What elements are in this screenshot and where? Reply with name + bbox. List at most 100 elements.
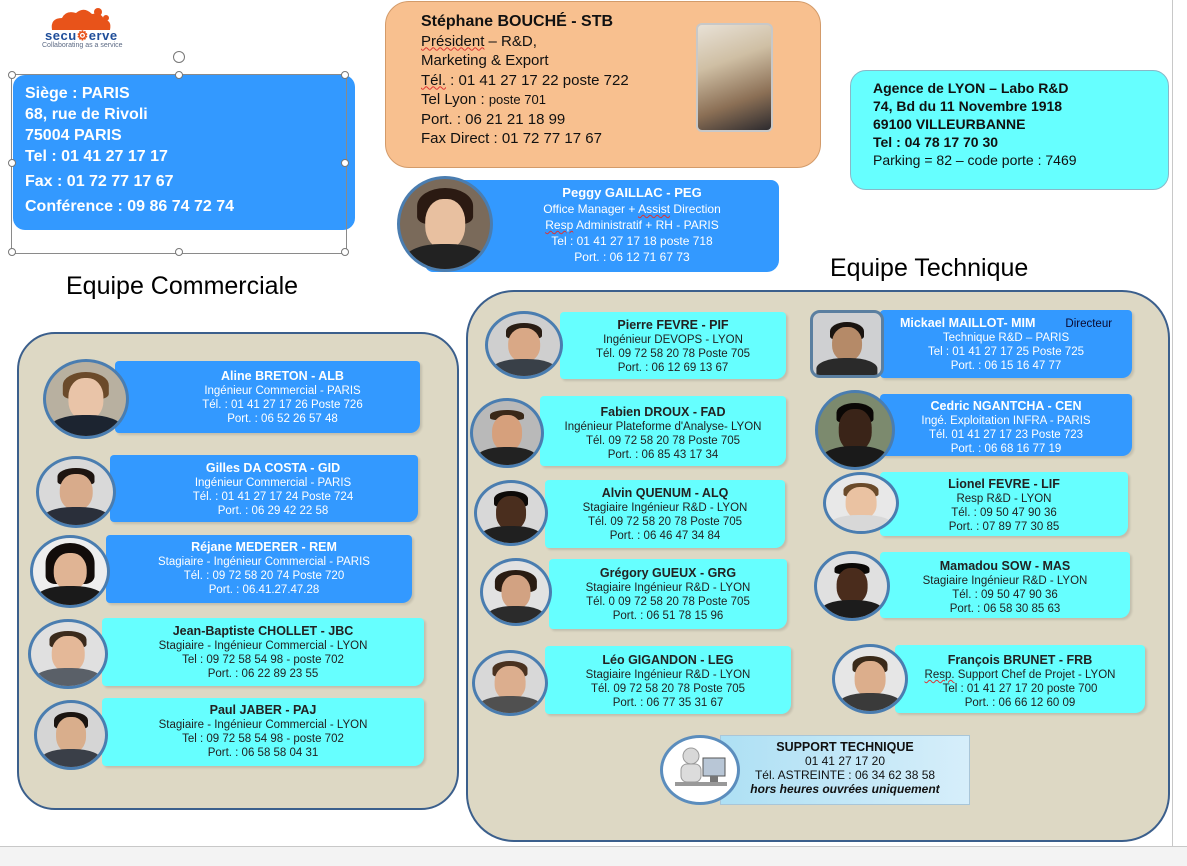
siege-line-6: Conférence : 09 86 74 72 74 (25, 198, 235, 215)
card-mamadou-sow[interactable]: Mamadou SOW - MAS Stagiaire Ingénieur R&… (880, 552, 1130, 618)
card-role: Resp R&D - LYON (956, 493, 1052, 505)
card-port: Port. : 06 66 12 60 09 (964, 697, 1076, 709)
card-tel: Tél. : 09 72 58 20 74 Poste 720 (183, 570, 345, 582)
card-paul-jaber[interactable]: Paul JABER - PAJ Stagiaire - Ingénieur C… (102, 698, 424, 766)
siege-line-4: Tel : 01 41 27 17 17 (25, 148, 168, 165)
card-tel: Tél. 09 72 58 20 78 Poste 705 (595, 348, 751, 360)
card-role: Stagiaire Ingénieur R&D - LYON (585, 669, 751, 681)
card-port: Port. : 06 77 35 31 67 (612, 697, 724, 709)
card-name: Aline BRETON - ALB (221, 369, 344, 383)
photo-leo-gigandon (472, 650, 548, 716)
siege-line-5: Fax : 01 72 77 17 67 (25, 173, 174, 190)
card-port: Port. : 06 51 78 15 96 (612, 610, 724, 622)
card-tel: Tél. : 09 50 47 90 36 (951, 507, 1057, 519)
card-jean-baptiste-chollet[interactable]: Jean-Baptiste CHOLLET - JBC Stagiaire - … (102, 618, 424, 686)
card-role: Resp. Support Chef de Projet - LYON (924, 669, 1116, 681)
card-name: François BRUNET - FRB (947, 653, 1093, 667)
card-leo-gigandon[interactable]: Léo GIGANDON - LEG Stagiaire Ingénieur R… (545, 646, 791, 714)
rotate-handle[interactable] (173, 51, 185, 63)
secuserve-logo-cloud-icon (51, 8, 111, 30)
card-name: Réjane MEDERER - REM (191, 540, 337, 554)
lyon-line-3: 69100 VILLEURBANNE (873, 116, 1026, 132)
agence-lyon-box[interactable]: Agence de LYON – Labo R&D 74, Bd du 11 N… (850, 70, 1169, 190)
card-role: Stagiaire Ingénieur R&D - LYON (582, 502, 748, 514)
resize-handle-tl[interactable] (8, 71, 16, 79)
card-lionel-fevre[interactable]: Lionel FEVRE - LIF Resp R&D - LYON Tél. … (880, 472, 1128, 536)
photo-mickael-maillot (810, 310, 884, 378)
photo-aline-breton (43, 359, 129, 439)
card-port: Port. : 06 29 42 22 58 (217, 505, 329, 517)
peggy-name: Peggy GAILLAC - PEG (562, 185, 702, 200)
support-tel: 01 41 27 17 20 (804, 754, 886, 768)
card-port: Port. : 06 52 26 57 48 (227, 413, 338, 425)
lyon-line-5: Parking = 82 – code porte : 7469 (873, 152, 1077, 168)
card-gregory-gueux[interactable]: Grégory GUEUX - GRG Stagiaire Ingénieur … (549, 559, 787, 629)
lyon-line-1: Agence de LYON – Labo R&D (873, 80, 1069, 96)
card-name: Mamadou SOW - MAS (939, 559, 1071, 573)
photo-francois-brunet (832, 644, 908, 714)
page-edge-right (1172, 0, 1173, 846)
card-rejane-mederer[interactable]: Réjane MEDERER - REM Stagiaire - Ingénie… (106, 535, 412, 603)
card-tel: Tel : 01 41 27 17 25 Poste 725 (927, 346, 1084, 358)
card-fabien-droux[interactable]: Fabien DROUX - FAD Ingénieur Plateforme … (540, 396, 786, 466)
card-role: Ingénieur Plateforme d'Analyse- LYON (564, 421, 762, 433)
support-hours: hors heures ouvrées uniquement (750, 782, 940, 796)
resize-handle-r[interactable] (341, 159, 349, 167)
peggy-port: Port. : 06 12 71 67 73 (574, 250, 690, 264)
logo-tagline: Collaborating as a service (42, 42, 123, 49)
president-fax: Fax Direct : 01 72 77 17 67 (421, 130, 602, 147)
card-alvin-quenum[interactable]: Alvin QUENUM - ALQ Stagiaire Ingénieur R… (545, 480, 785, 548)
card-tel: Tél. 09 72 58 20 78 Poste 705 (587, 516, 743, 528)
photo-paul-jaber (34, 700, 108, 770)
card-role: Technique R&D – PARIS (942, 332, 1070, 344)
card-port: Port. : 06 68 16 77 19 (950, 443, 1062, 455)
card-gilles-da-costa[interactable]: Gilles DA COSTA - GID Ingénieur Commerci… (110, 455, 418, 522)
resize-handle-t[interactable] (175, 71, 183, 79)
card-tel: Tél. : 01 41 27 17 24 Poste 724 (192, 491, 354, 503)
card-role: Stagiaire - Ingénieur Commercial - PARIS (158, 556, 370, 568)
photo-pierre-fevre (485, 311, 563, 379)
president-name: Stéphane BOUCHÉ - STB (421, 13, 614, 30)
siege-paris-box[interactable]: Siège : PARIS 68, rue de Rivoli 75004 PA… (13, 75, 355, 230)
lyon-line-4: Tel : 04 78 17 70 30 (873, 134, 999, 150)
card-role: Stagiaire - Ingénieur Commercial - LYON (158, 719, 368, 731)
peggy-role-1: Office Manager + Assist Direction (543, 202, 721, 216)
card-role: Ingénieur Commercial - PARIS (204, 385, 361, 397)
support-technique-card[interactable]: SUPPORT TECHNIQUE 01 41 27 17 20 Tél. AS… (720, 735, 970, 805)
card-tel: Tél. : 01 41 27 17 26 Poste 726 (202, 399, 363, 411)
resize-handle-br[interactable] (341, 248, 349, 256)
card-francois-brunet[interactable]: François BRUNET - FRB Resp. Support Chef… (895, 645, 1145, 713)
support-computer-icon (660, 735, 740, 805)
president-role-1: Président – R&D, (421, 32, 537, 50)
resize-handle-bl[interactable] (8, 248, 16, 256)
president-role-2: Marketing & Export (421, 52, 549, 69)
status-strip (0, 847, 1187, 866)
card-role: Ingénieur DEVOPS - LYON (603, 334, 743, 346)
card-pierre-fevre[interactable]: Pierre FEVRE - PIF Ingénieur DEVOPS - LY… (560, 312, 786, 379)
card-name: Léo GIGANDON - LEG (602, 653, 734, 667)
card-role: Stagiaire - Ingénieur Commercial - LYON (158, 640, 368, 652)
card-tel: Tél. : 09 50 47 90 36 (952, 589, 1058, 601)
card-port: Port. : 06 12 69 13 67 (617, 362, 729, 374)
card-role: Ingénieur Commercial - PARIS (194, 477, 352, 489)
lyon-line-2: 74, Bd du 11 Novembre 1918 (873, 98, 1063, 114)
card-port: Port. : 06.41.27.47.28 (208, 584, 320, 596)
resize-handle-tr[interactable] (341, 71, 349, 79)
resize-handle-l[interactable] (8, 159, 16, 167)
card-tel: Tél. 0 09 72 58 20 78 Poste 705 (586, 596, 750, 608)
card-cedric-ngantcha[interactable]: Cedric NGANTCHA - CEN Ingé. Exploitation… (880, 394, 1132, 456)
card-port: Port. : 06 46 47 34 84 (609, 530, 721, 542)
photo-mamadou-sow (814, 551, 890, 621)
card-role: Stagiaire Ingénieur R&D - LYON (585, 582, 751, 594)
card-name: Gilles DA COSTA - GID (205, 461, 341, 475)
resize-handle-b[interactable] (175, 248, 183, 256)
card-aline-breton[interactable]: Aline BRETON - ALB Ingénieur Commercial … (115, 361, 420, 433)
page-edge-bottom (0, 846, 1187, 847)
photo-lionel-fevre (823, 472, 899, 534)
photo-alvin-quenum (474, 480, 548, 546)
card-tel: Tél. 09 72 58 20 78 Poste 705 (585, 435, 741, 447)
peggy-role-2: Resp Administratif + RH - PARIS (545, 218, 719, 232)
peggy-photo (397, 176, 493, 272)
